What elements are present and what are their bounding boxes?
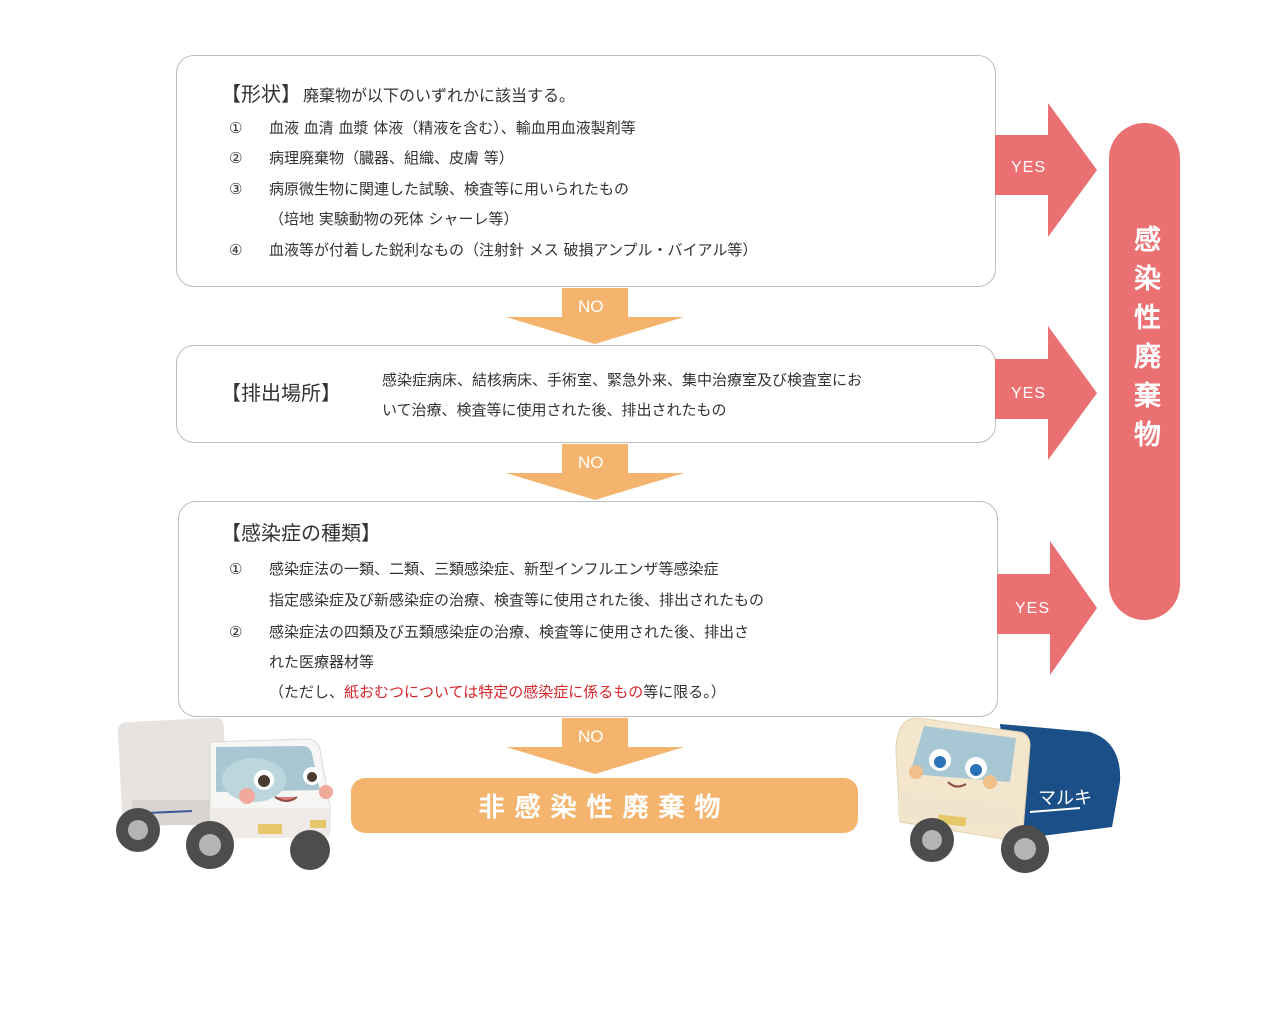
note-suffix: 等に限る。）	[643, 683, 726, 701]
no-arrow-2	[506, 444, 684, 500]
location-text-line-2: いて治療、検査等に使用された後、排出されたもの	[382, 401, 727, 419]
shape-heading: 【形状】廃棄物が以下のいずれかに該当する。	[221, 78, 575, 107]
note-highlight: 紙おむつについては特定の感染症に係るもの	[344, 683, 644, 701]
yes-label-1: YES	[1011, 159, 1047, 176]
shape-heading-label: 【形状】	[221, 82, 301, 106]
shape-item-1: 血液 血清 血漿 体液（精液を含む）、輸血用血液製剤等	[269, 119, 636, 137]
no-label-2: NO	[578, 453, 604, 472]
shape-item-3-detail: （培地 実験動物の死体 シャーレ等）	[269, 210, 519, 228]
discharge-location-box: 【排出場所】 感染症病床、結核病床、手術室、緊急外来、集中治療室及び検査室にお …	[176, 345, 996, 443]
location-heading: 【排出場所】	[221, 381, 341, 405]
garbage-truck-illustration: マルキ	[895, 717, 1121, 873]
no-label-1: NO	[578, 297, 604, 316]
item-number: ④	[229, 241, 243, 259]
no-arrow-3	[506, 718, 684, 774]
infection-item-1-cont: 指定感染症及び新感染症の治療、検査等に使用された後、排出されたもの	[269, 591, 765, 609]
truck-logo-text: マルキ	[1038, 788, 1092, 809]
infectious-waste-result: 感染性廃棄物	[1109, 123, 1180, 620]
infection-item-2: 感染症法の四類及び五類感染症の治療、検査等に使用された後、排出さ	[269, 623, 750, 641]
no-arrow-1	[506, 288, 684, 344]
yes-arrow-1	[995, 103, 1097, 237]
item-number: ②	[229, 623, 243, 641]
shape-item-2: 病理廃棄物（臓器、組織、皮膚 等）	[269, 149, 514, 167]
infection-type-heading: 【感染症の種類】	[221, 521, 381, 545]
infectious-waste-label: 感染性廃棄物	[1129, 224, 1160, 459]
location-text-line-1: 感染症病床、結核病床、手術室、緊急外来、集中治療室及び検査室にお	[382, 371, 863, 389]
no-label-3: NO	[578, 727, 604, 746]
shape-criteria-box: 【形状】廃棄物が以下のいずれかに該当する。 ① 血液 血清 血漿 体液（精液を含…	[176, 55, 996, 287]
shape-heading-sub: 廃棄物が以下のいずれかに該当する。	[303, 86, 576, 105]
infection-note: （ただし、紙おむつについては特定の感染症に係るもの等に限る。）	[269, 682, 726, 702]
yes-arrow-2	[995, 326, 1097, 460]
item-number: ②	[229, 149, 243, 167]
yes-label-2: YES	[1011, 385, 1047, 402]
note-prefix: （ただし、	[269, 683, 345, 701]
shape-item-3: 病原微生物に関連した試験、検査等に用いられたもの	[269, 180, 630, 198]
infection-item-1: 感染症法の一類、二類、三類感染症、新型インフルエンザ等感染症	[269, 560, 719, 578]
item-number: ③	[229, 180, 243, 198]
item-number: ①	[229, 560, 243, 578]
infection-type-box: 【感染症の種類】 ① 感染症法の一類、二類、三類感染症、新型インフルエンザ等感染…	[178, 501, 998, 717]
shape-item-4: 血液等が付着した鋭利なもの（注射針 メス 破損アンプル・バイアル等）	[269, 241, 758, 259]
non-infectious-waste-result: 非感染性廃棄物	[351, 778, 858, 833]
yes-label-3: YES	[1015, 600, 1051, 617]
yes-arrow-3	[997, 541, 1097, 675]
item-number: ①	[229, 119, 243, 137]
white-truck-illustration	[116, 717, 333, 870]
non-infectious-waste-label: 非感染性廃棄物	[478, 793, 731, 823]
infection-item-2-cont: れた医療器材等	[269, 653, 375, 671]
